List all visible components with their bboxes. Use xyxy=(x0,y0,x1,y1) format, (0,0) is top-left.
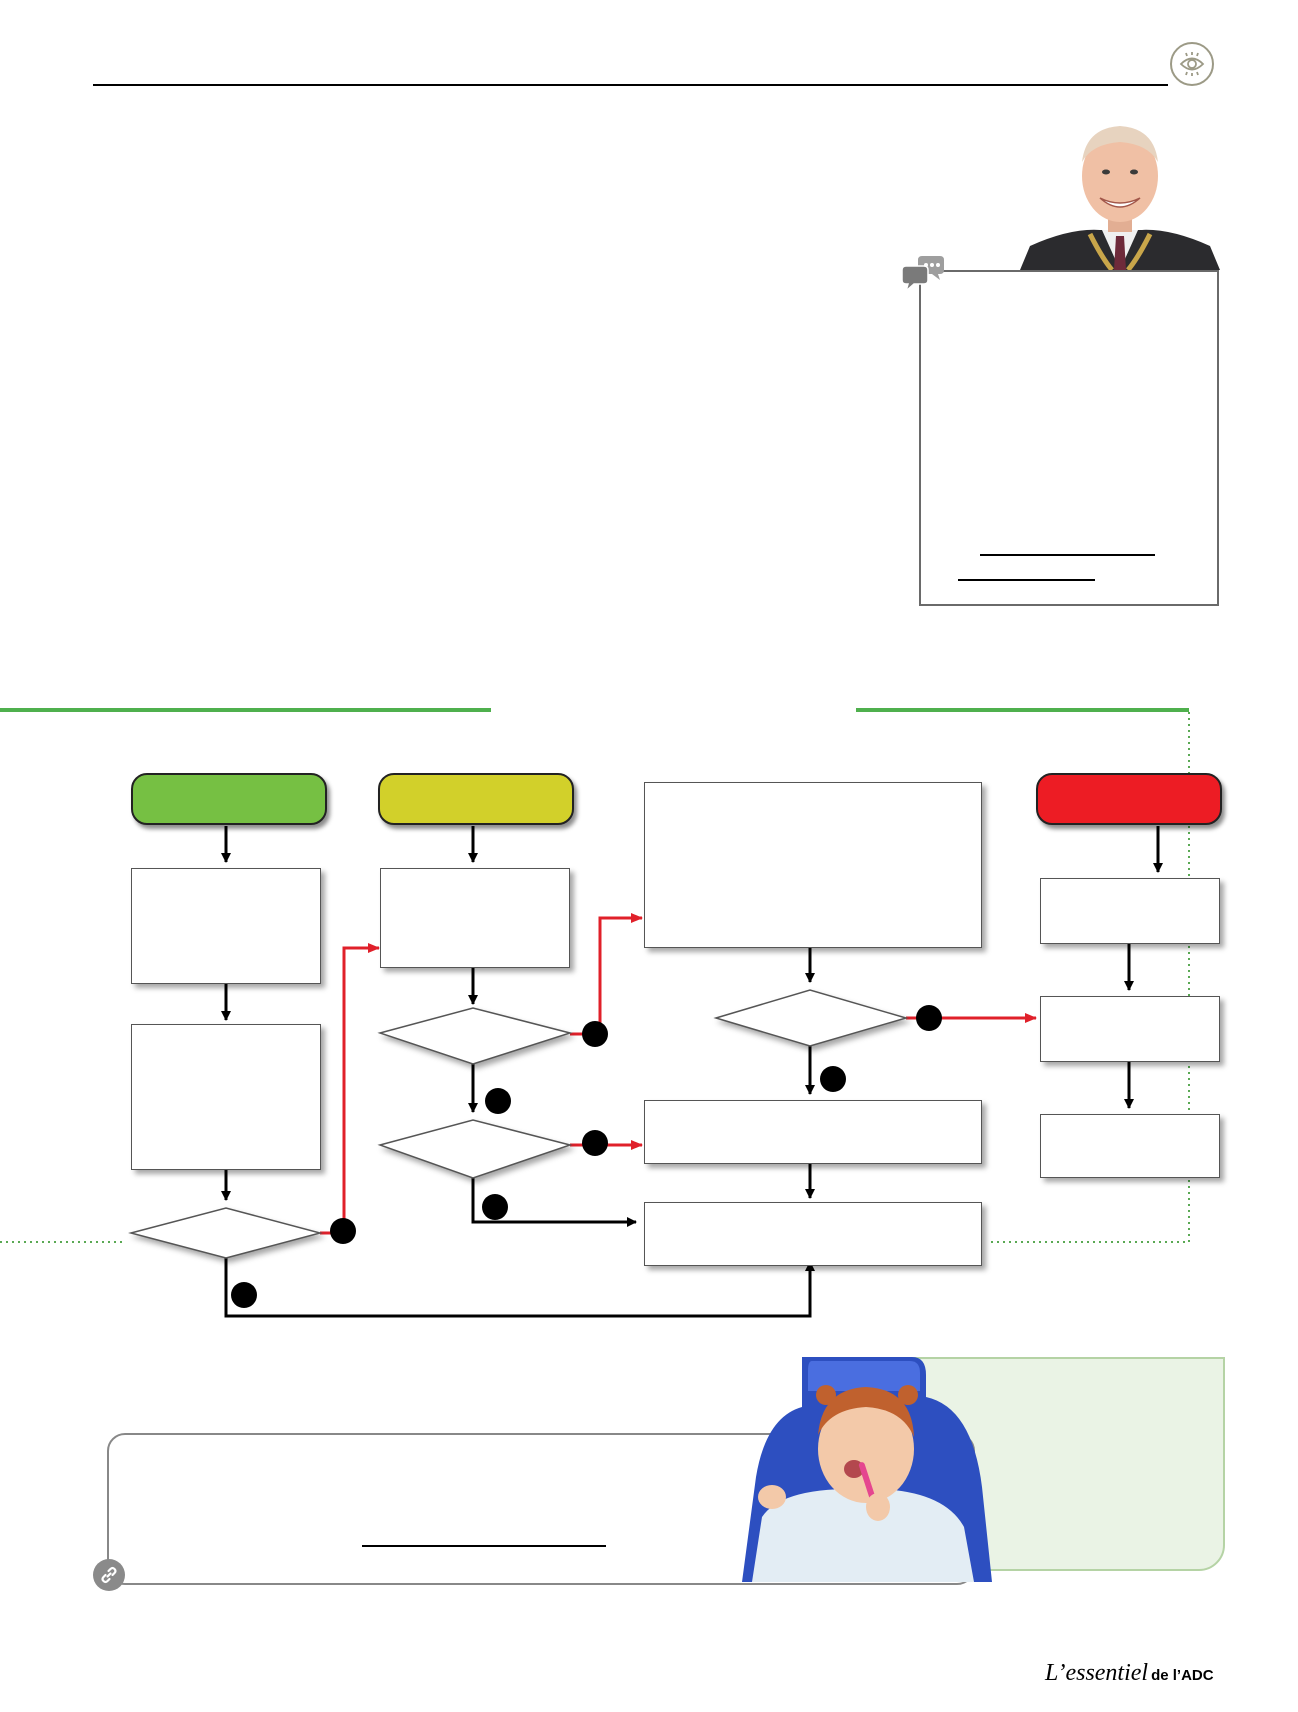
decision-4 xyxy=(713,989,909,1047)
start-pill-red xyxy=(1036,773,1222,825)
eye-icon xyxy=(1170,42,1214,86)
section-rule-left xyxy=(0,708,491,712)
marker-2 xyxy=(231,1282,257,1308)
process-box-7 xyxy=(1040,878,1220,944)
process-box-4 xyxy=(644,782,982,948)
brand-bold: de l’ADC xyxy=(1151,1667,1214,1684)
process-box-6 xyxy=(644,1202,982,1266)
process-box-3 xyxy=(380,868,570,968)
decision-1 xyxy=(128,1207,323,1259)
brand-script: L’essentiel xyxy=(1045,1660,1149,1686)
footer-link-underline[interactable] xyxy=(362,1545,606,1547)
start-pill-yellow xyxy=(378,773,574,825)
marker-6 xyxy=(482,1194,508,1220)
quote-link-underline-1[interactable] xyxy=(980,554,1155,556)
quote-link-underline-2[interactable] xyxy=(958,579,1095,581)
child-toothbrush-photo xyxy=(742,1357,992,1582)
link-icon xyxy=(93,1559,125,1591)
marker-5 xyxy=(582,1130,608,1156)
marker-4 xyxy=(485,1088,511,1114)
marker-3 xyxy=(582,1021,608,1047)
process-box-9 xyxy=(1040,1114,1220,1178)
decision-3 xyxy=(377,1119,573,1179)
process-box-5 xyxy=(644,1100,982,1164)
marker-1 xyxy=(330,1218,356,1244)
header-rule xyxy=(93,84,1168,86)
process-box-8 xyxy=(1040,996,1220,1062)
decision-2 xyxy=(377,1007,573,1065)
portrait-photo xyxy=(1020,118,1220,270)
marker-8 xyxy=(820,1066,846,1092)
marker-7 xyxy=(916,1005,942,1031)
process-box-2 xyxy=(131,1024,321,1170)
section-rule-right xyxy=(856,708,1189,712)
speech-bubbles-icon xyxy=(900,253,946,295)
process-box-1 xyxy=(131,868,321,984)
start-pill-green xyxy=(131,773,327,825)
quote-box xyxy=(919,270,1219,606)
